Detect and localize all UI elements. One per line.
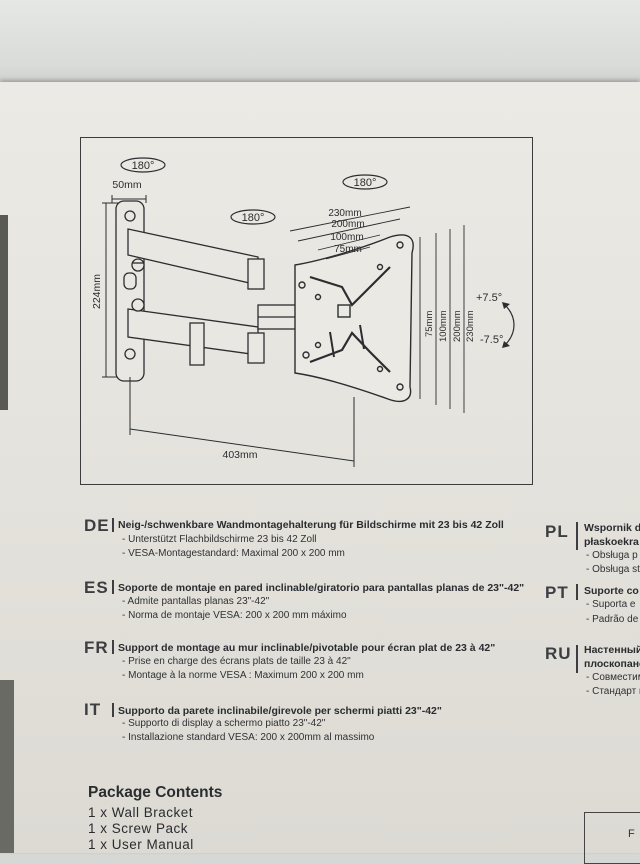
lang-line: - Prise en charge des écrans plats de ta… xyxy=(122,656,351,667)
svg-text:75mm: 75mm xyxy=(424,311,435,337)
lang-line: - Obsługa st xyxy=(586,564,640,575)
lang-line: - Padrão de xyxy=(586,614,639,625)
background-wall xyxy=(0,0,640,95)
lang-separator xyxy=(576,645,578,673)
tv-mount-plate xyxy=(294,234,414,403)
package-contents-title: Package Contents xyxy=(88,784,223,801)
rotation-badge-middle: 180° xyxy=(230,209,276,225)
lang-separator xyxy=(112,640,114,654)
dimension-extension: 403mm xyxy=(129,377,355,467)
lang-separator xyxy=(112,518,114,532)
lang-line: - Unterstützt Flachbildschirme 23 bis 42… xyxy=(122,534,317,545)
svg-text:+7.5°: +7.5° xyxy=(476,292,502,304)
svg-text:180°: 180° xyxy=(354,177,377,189)
tilt-indicator: +7.5° -7.5° xyxy=(476,292,515,348)
lang-title-pl: Wspornik d xyxy=(584,522,640,534)
lang-code-pl: PL xyxy=(545,522,569,541)
svg-text:200mm: 200mm xyxy=(331,219,364,230)
lang-line: - VESA-Montagestandard: Maximal 200 x 20… xyxy=(122,548,345,559)
wall-mount-diagram: 180° 180° 180° 50mm 224mm xyxy=(91,157,515,467)
lang-separator xyxy=(576,584,578,600)
diagram-frame xyxy=(80,137,533,485)
product-box xyxy=(0,82,640,853)
lang-code-fr: FR xyxy=(84,638,109,657)
rotation-badge-top-left: 180° xyxy=(120,157,166,173)
package-item: 1 x Wall Bracket xyxy=(88,805,194,820)
lang-line: - Стандарт к xyxy=(586,686,640,697)
lang-title-ru: Настенный xyxy=(584,644,640,656)
dimension-height: 224mm xyxy=(91,202,120,378)
lang-title-it: Supporto da parete inclinabile/girevole … xyxy=(118,705,442,717)
package-item: 1 x User Manual xyxy=(88,837,194,852)
lang-separator xyxy=(112,580,114,594)
svg-text:200mm: 200mm xyxy=(452,310,463,342)
dimension-horizontal-group: 230mm 200mm 100mm 75mm xyxy=(289,206,411,260)
lang-separator xyxy=(112,703,114,717)
package-item: 1 x Screw Pack xyxy=(88,821,189,836)
lang-code-pt: PT xyxy=(545,583,569,602)
swing-arm-upper xyxy=(127,228,265,290)
lang-code-de: DE xyxy=(84,516,110,535)
lang-line: - Obsługa p xyxy=(586,550,638,561)
lang-title-pl-cont: płaskoekra xyxy=(584,536,639,548)
svg-text:180°: 180° xyxy=(132,160,155,172)
dimension-arm-depth: 50mm xyxy=(111,179,147,203)
lang-title-pt: Suporte co xyxy=(584,585,639,597)
svg-text:230mm: 230mm xyxy=(465,310,476,342)
lang-code-ru: RU xyxy=(545,644,572,663)
corner-info-text: F xyxy=(628,828,635,840)
lang-title-ru-cont: плоскопане xyxy=(584,658,640,670)
wall-plate xyxy=(115,200,145,382)
swing-arm-lower xyxy=(127,298,265,366)
lang-line: - Совместим xyxy=(586,672,640,683)
svg-text:100mm: 100mm xyxy=(330,232,363,243)
lang-code-es: ES xyxy=(84,578,109,597)
lang-title-de: Neig-/schwenkbare Wandmontagehalterung f… xyxy=(118,519,504,531)
lang-title-fr: Support de montage au mur inclinable/piv… xyxy=(118,642,496,654)
svg-text:50mm: 50mm xyxy=(112,179,141,191)
rotation-badge-right: 180° xyxy=(342,174,388,190)
lang-separator xyxy=(576,522,578,550)
lang-code-it: IT xyxy=(84,700,102,719)
box-edge-shadow-lower xyxy=(0,680,14,853)
lang-line: - Installazione standard VESA: 200 x 200… xyxy=(122,732,375,743)
svg-text:-7.5°: -7.5° xyxy=(480,334,503,346)
arm-connector xyxy=(257,304,299,330)
svg-text:100mm: 100mm xyxy=(438,310,449,342)
lang-line: - Suporta e xyxy=(586,599,636,610)
lang-line: - Montage à la norme VESA : Maximum 200 … xyxy=(122,670,364,681)
svg-text:403mm: 403mm xyxy=(222,449,257,461)
svg-text:224mm: 224mm xyxy=(91,274,103,309)
lang-line: - Supporto di display a schermo piatto 2… xyxy=(122,718,326,729)
dimension-vertical-group: 75mm 100mm 200mm 230mm xyxy=(419,225,476,413)
box-edge-shadow xyxy=(0,215,8,410)
lang-title-es: Soporte de montaje en pared inclinable/g… xyxy=(118,582,525,594)
svg-text:75mm: 75mm xyxy=(334,244,362,255)
lang-line: - Admite pantallas planas 23"-42" xyxy=(122,596,270,607)
svg-text:230mm: 230mm xyxy=(328,208,361,219)
lang-line: - Norma de montaje VESA: 200 x 200 mm má… xyxy=(122,610,347,621)
svg-text:180°: 180° xyxy=(242,212,265,224)
